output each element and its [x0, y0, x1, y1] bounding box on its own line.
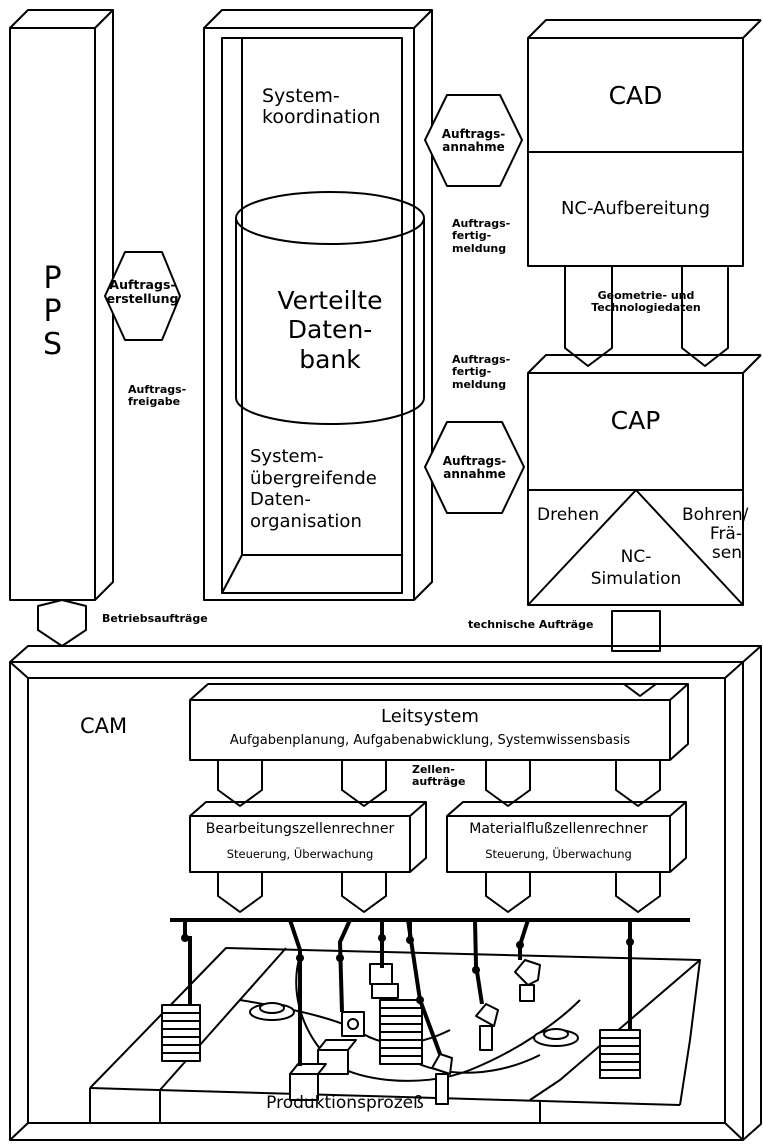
cad-title: CAD: [608, 81, 663, 110]
pps-column: [9, 9, 114, 601]
datenorganisation-label: System- übergreifende Daten- organisatio…: [250, 446, 377, 532]
cad-cap-connectors: [564, 266, 729, 367]
verteilte-datenbank-label: Verteilte Daten- bank: [277, 286, 383, 374]
nc-aufbereitung-label: NC-Aufbereitung: [560, 198, 711, 219]
cap-connector: [611, 610, 661, 652]
cap-auftragsfertigmeldung-label: Auftrags- fertig- meldung: [452, 353, 511, 391]
machine-2: [289, 1063, 327, 1101]
nc-simulation-label: NC- Simulation: [590, 547, 682, 590]
robot-2: [475, 1003, 499, 1051]
materialflusszellenrechner-block: [446, 801, 687, 873]
transport-vehicle-1: [249, 1002, 295, 1021]
database-cylinder: [235, 191, 425, 425]
auftragserstellung-label: Auftrags- erstellung: [106, 277, 179, 306]
cam-frame: [9, 645, 762, 1141]
cap-auftragsannahme-label: Auftrags- annahme: [442, 454, 507, 482]
zellenauftraege-connectors: [217, 760, 661, 807]
robot-3: [431, 1053, 453, 1105]
leitsystem-subtitle: Aufgabenplanung, Aufgabenabwicklung, Sys…: [229, 733, 631, 748]
bearbeitungszellenrechner-block: [189, 801, 427, 873]
cad-block: [527, 19, 762, 267]
storage-rack-3: [599, 1029, 641, 1079]
hexagon-auftragserstellung: [104, 251, 181, 341]
cap-title: CAP: [610, 406, 661, 435]
bearbeitungszellenrechner-title: Bearbeitungszellenrechner: [205, 821, 395, 837]
center-column: [203, 9, 433, 601]
cad-auftragsfertigmeldung-label: Auftrags- fertig- meldung: [452, 217, 511, 255]
bohren-fraesen-label: Bohren/ Frä- sen: [682, 505, 749, 564]
cad-auftragsannahme-label: Auftrags- annahme: [441, 127, 506, 155]
betriebsauftraege-label: Betriebsaufträge: [102, 612, 208, 625]
storage-rack-1: [161, 1004, 201, 1062]
machine-1: [317, 1039, 357, 1075]
pps-label: P P S: [42, 261, 63, 362]
bearbeitungszellenrechner-subtitle: Steuerung, Überwachung: [226, 847, 374, 861]
materialflusszellenrechner-title: Materialflußzellenrechner: [469, 821, 648, 837]
bus-connectors: [217, 872, 661, 913]
transport-vehicle-2: [533, 1028, 579, 1047]
materialflusszellenrechner-subtitle: Steuerung, Überwachung: [485, 847, 632, 861]
auftragsfreigabe-label: Auftrags- freigabe: [128, 383, 187, 409]
robot-1: [514, 959, 541, 1002]
drehen-label: Drehen: [537, 505, 600, 525]
pps-connector: [37, 599, 87, 647]
zellenauftraege-label: Zellen- aufträge: [412, 763, 466, 789]
systemkoordination-label: System- koordination: [262, 85, 381, 129]
produktionsprozess-label: Produktionsprozeß: [266, 1093, 424, 1113]
cap-block: [527, 354, 762, 606]
leitsystem-block: [189, 683, 689, 761]
storage-rack-2: [379, 999, 423, 1065]
leitsystem-title: Leitsystem: [381, 706, 479, 727]
cam-title: CAM: [80, 714, 128, 738]
machine-3: [341, 963, 399, 1037]
geometrie-technologiedaten-label: Geometrie- und Technologiedaten: [591, 289, 701, 315]
bus-nodes: [181, 934, 634, 1004]
hexagon-cad-auftragsannahme: [424, 94, 523, 187]
technische-auftraege-label: technische Aufträge: [468, 618, 594, 631]
hexagon-cap-auftragsannahme: [424, 421, 525, 514]
